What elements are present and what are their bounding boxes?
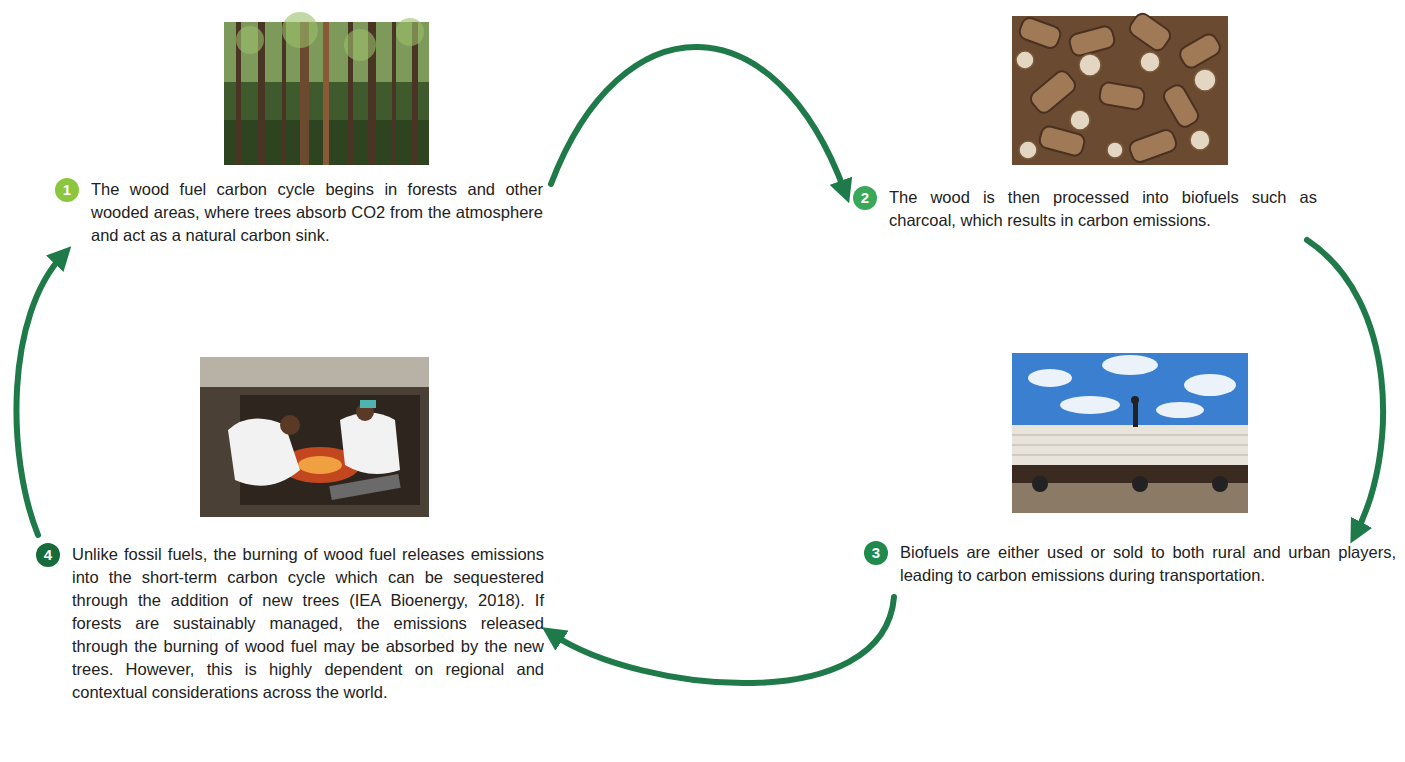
callout-number: 4 xyxy=(36,543,60,567)
callout-number: 1 xyxy=(55,178,79,202)
briquettes-photo xyxy=(1012,11,1228,165)
cycle-arrow xyxy=(551,47,845,192)
cycle-arrow xyxy=(16,255,63,535)
step-node: 2 The wood is then processed into biofuel… xyxy=(853,186,1317,232)
step-description: The wood is then processed into biofuels… xyxy=(889,186,1317,232)
transport-photo xyxy=(1012,353,1248,513)
step-description: Biofuels are either used or sold to both… xyxy=(900,541,1396,587)
cycle-arrow xyxy=(1307,240,1383,533)
step-description: The wood fuel carbon cycle begins in for… xyxy=(91,178,543,247)
forest-photo xyxy=(224,12,429,165)
step-node: 3 Biofuels are either used or sold to bot… xyxy=(864,541,1396,587)
callout-number: 2 xyxy=(853,186,877,210)
step-description: Unlike fossil fuels, the burning of wood… xyxy=(72,543,544,704)
cycle-arrow xyxy=(552,597,894,683)
callout-number: 3 xyxy=(864,541,888,565)
step-node: 1 The wood fuel carbon cycle begins in fo… xyxy=(55,178,543,247)
step-node: 4 Unlike fossil fuels, the burning of woo… xyxy=(36,543,544,704)
kiln-photo xyxy=(200,357,429,517)
